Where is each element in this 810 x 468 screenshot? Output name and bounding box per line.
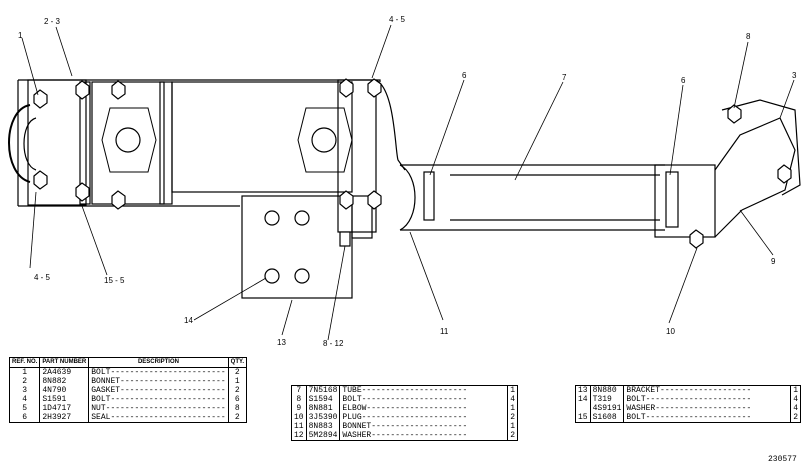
plug [689,229,704,249]
bolt-8-12 [339,231,351,247]
left-bonnet [91,81,165,205]
right-bonnet [337,79,377,233]
header-part: PART NUMBER [39,357,90,368]
callout-8: 8 [746,32,751,41]
callout-4-5-top: 4 - 5 [389,15,406,24]
callout-2-3: 2 - 3 [44,17,61,26]
bolt-head [727,104,742,124]
callout-4-5-left: 4 - 5 [34,273,51,282]
header-ref: REF. NO. [9,357,41,368]
right-seal [665,171,679,228]
bolt-head [111,190,126,210]
right-flange-plate [297,107,353,173]
callout-3: 3 [792,71,797,80]
bolt-head [777,164,792,184]
callout-7: 7 [562,73,567,82]
left-seal [423,171,435,221]
header-description: DESCRIPTION [88,357,229,368]
header-qty: QTY. [228,357,247,368]
main-housing [18,79,381,82]
left-flange-plate [101,107,157,173]
elbow [714,117,796,238]
u-clamp [8,104,31,183]
bolt-head [367,78,382,98]
bolt-head [339,78,354,98]
bolt-head [339,190,354,210]
elbow-body [654,164,716,238]
bolt-head [75,182,90,202]
callout-10: 10 [666,327,675,336]
bolt-head [33,89,48,109]
figure-id: 230577 [768,455,797,464]
callout-11: 11 [440,327,449,336]
callout-9: 9 [771,257,776,266]
bolt-head [111,80,126,100]
callout-6b: 6 [681,76,686,85]
callout-8-12: 8 - 12 [323,339,344,348]
callout-13: 13 [277,338,286,347]
bolt-head [33,170,48,190]
bracket [241,195,353,299]
callout-15-5: 15 - 5 [104,276,125,285]
bolt-head [75,80,90,100]
callout-1: 1 [18,31,23,40]
bolt-head [367,190,382,210]
callout-6a: 6 [462,71,467,80]
callout-14: 14 [184,316,193,325]
